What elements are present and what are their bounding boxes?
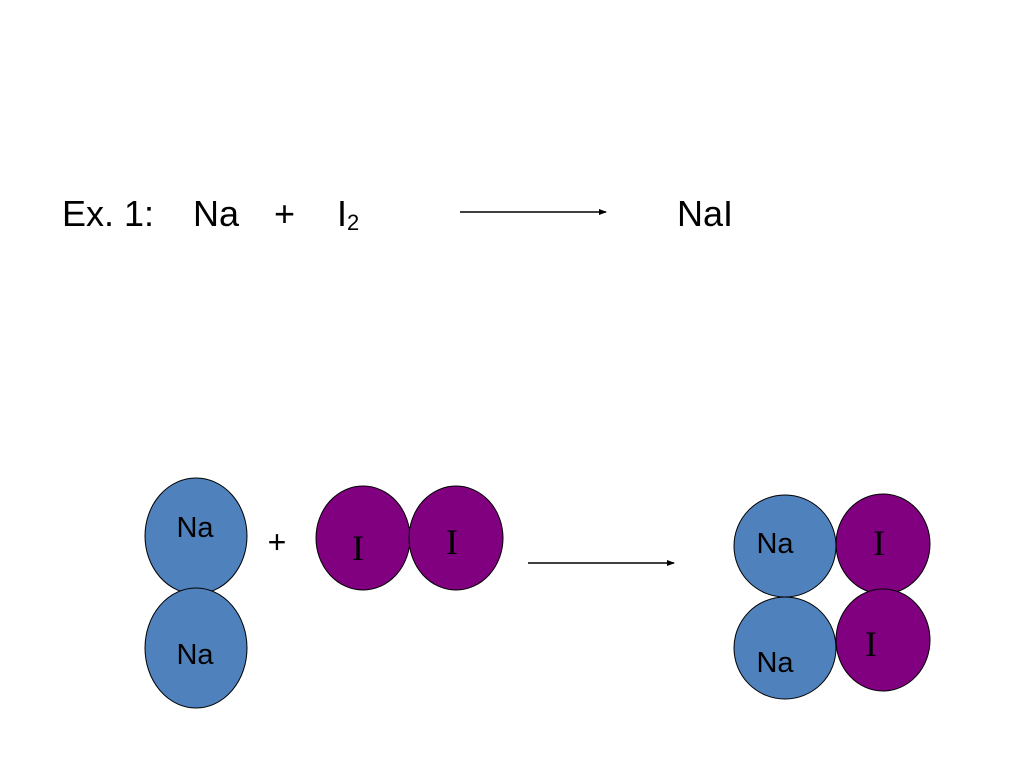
- equation-plus: +: [274, 193, 296, 234]
- iodine-label: I: [873, 523, 885, 563]
- sodium-label: Na: [756, 647, 794, 679]
- equation-product: NaI: [677, 193, 734, 234]
- iodine-circle: [408, 485, 504, 591]
- equation-reactant-na: Na: [193, 193, 240, 234]
- equation-subscript: 2: [347, 210, 360, 235]
- product-sodium-atom-1: Na: [733, 494, 837, 598]
- equation-label: Ex. 1:: [62, 193, 155, 234]
- sodium-circle: [144, 587, 248, 709]
- iodine-label: I: [446, 522, 458, 562]
- sodium-label: Na: [176, 639, 214, 671]
- reactant-sodium-atom-1: Na: [144, 477, 248, 595]
- iodine-label: I: [352, 528, 364, 568]
- product-iodine-atom-1: I: [835, 493, 931, 595]
- equation-reactant-i: I: [337, 193, 348, 234]
- equation-reactant-i2: I2: [337, 193, 360, 235]
- reactant-iodine-atom-1: I: [315, 485, 411, 591]
- iodine-circle: [835, 588, 931, 692]
- sodium-label: Na: [756, 528, 794, 560]
- product-iodine-atom-2: I: [835, 588, 931, 692]
- product-sodium-atom-2: Na: [733, 596, 837, 700]
- reactant-iodine-atom-2: I: [408, 485, 504, 591]
- sodium-circle: [733, 596, 837, 700]
- sodium-label: Na: [176, 512, 214, 544]
- reactant-sodium-atom-2: Na: [144, 587, 248, 709]
- iodine-label: I: [865, 624, 877, 664]
- diagram-plus: +: [268, 524, 287, 560]
